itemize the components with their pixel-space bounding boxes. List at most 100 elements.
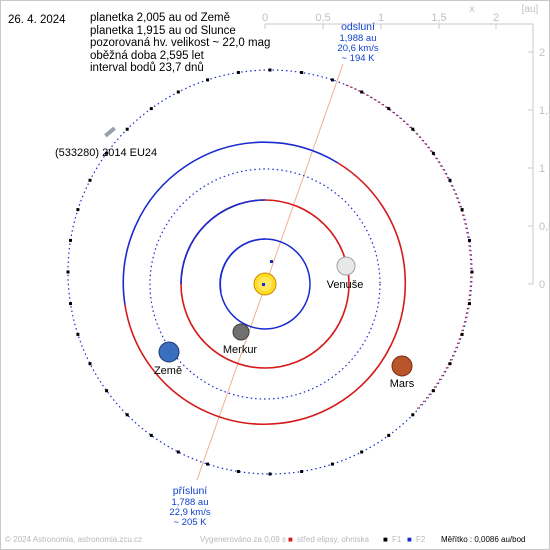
footer-copyright: © 2024 Astronomia, astronomia.zcu.cz: [5, 535, 143, 544]
venus-orbit-arc: [180, 199, 266, 285]
venus-icon: [336, 256, 356, 276]
orbit-point: [431, 389, 435, 393]
footer-legend-f2: F2: [416, 535, 426, 544]
info-period: oběžná doba 2,595 let: [90, 49, 204, 62]
mercury-orbit-arc: [219, 238, 266, 293]
mars-icon: [391, 355, 413, 377]
info-sun-distance: planetka 1,915 au od Slunce: [90, 24, 236, 37]
mercury-label: Merkur: [223, 344, 258, 356]
orbit-point: [448, 362, 452, 366]
perihelion-title: přísluní: [173, 485, 208, 497]
orbit-point: [125, 127, 129, 131]
orbit-point: [206, 462, 210, 466]
footer-legend-center: střed elipsy, ohniska: [297, 535, 369, 544]
focus-f2-marker: [262, 283, 265, 286]
y-tick-label: 1: [539, 163, 545, 175]
perihelion-info: přísluní 1,788 au 22,9 km/s ~ 205 K: [169, 485, 210, 528]
earth-orbit: [149, 168, 381, 400]
mercury-icon: [232, 323, 250, 341]
orbit-point: [387, 433, 391, 437]
footer: © 2024 Astronomia, astronomia.zcu.cz Vyg…: [0, 534, 550, 550]
orbit-point: [460, 208, 464, 212]
orbit-point: [66, 270, 70, 274]
mars-orbit-red: [124, 162, 407, 425]
orbit-point: [360, 90, 364, 94]
orbit-point: [149, 433, 153, 437]
orbit-point: [105, 389, 109, 393]
info-magnitude: pozorovaná hv. velikost ~ 22,0 mag: [90, 37, 271, 49]
asteroid-label: (533280) 2014 EU24: [55, 147, 157, 159]
x-axis-ticks: [264, 24, 497, 29]
y-tick-label: 1,5: [539, 105, 550, 117]
axis-group: [264, 23, 534, 285]
orbit-point: [69, 238, 72, 242]
orbit-point: [125, 413, 129, 417]
footer-generated: Vygenerováno za 0,09 s: [200, 535, 286, 544]
orbit-point: [149, 107, 153, 111]
date-label: 26. 4. 2024: [8, 14, 66, 26]
aphelion-info: odsluní 1,988 au 20,6 km/s ~ 194 K: [337, 21, 378, 64]
orbit-point: [300, 71, 304, 74]
orbit-point: [206, 78, 210, 82]
aphelion-speed: 20,6 km/s: [337, 43, 378, 54]
footer-f2-dot: ■: [407, 535, 412, 544]
mars-label: Mars: [390, 378, 415, 390]
orbit-point: [88, 178, 92, 182]
x-tick-label: 0: [262, 12, 268, 24]
y-tick-label: 0: [539, 279, 545, 291]
orbit-point: [411, 127, 415, 131]
orbit-point: [88, 362, 92, 366]
earth-label: Země: [154, 365, 182, 377]
orbit-point: [468, 302, 471, 306]
ellipse-center-marker: [270, 260, 273, 263]
footer-center-dot: ■: [288, 535, 293, 544]
asteroid-icon: [104, 126, 116, 138]
y-tick-label: 2: [539, 47, 545, 59]
x-tick-label: 0,5: [315, 12, 330, 24]
orbit-point: [330, 78, 334, 82]
footer-scale: Měřítko : 0,0086 au/bod: [441, 535, 526, 544]
orbit-point: [468, 238, 471, 242]
earth-icon: [158, 341, 180, 363]
info-earth-distance: planetka 2,005 au od Země: [90, 12, 231, 24]
perihelion-temperature: ~ 205 K: [173, 517, 207, 528]
orbit-point: [448, 178, 452, 182]
unit-label: [au]: [522, 4, 539, 15]
orbit-point: [431, 151, 435, 155]
orbit-point: [268, 472, 272, 476]
asteroid-info: planetka 2,005 au od Země planetka 1,915…: [90, 12, 270, 75]
orbit-point: [236, 470, 240, 473]
orbit-point: [470, 270, 474, 274]
x-axis-label: x: [470, 4, 475, 15]
y-tick-label: 0,5: [539, 221, 550, 233]
footer-f1-dot: ■: [383, 535, 388, 544]
orbit-point: [176, 450, 180, 454]
aphelion-title: odsluní: [341, 21, 375, 33]
venus-label: Venuše: [327, 279, 364, 291]
info-point-interval: interval bodů 23,7 dnů: [90, 62, 204, 74]
y-axis-ticks: [528, 51, 533, 285]
x-tick-label: 2: [493, 12, 499, 24]
orbit-point: [268, 68, 272, 72]
orbit-point: [411, 413, 415, 417]
orbit-point: [360, 450, 364, 454]
orbit-point: [330, 462, 334, 466]
mars-orbit-blue: [122, 141, 339, 306]
orbit-point: [69, 302, 72, 306]
aphelion-temperature: ~ 194 K: [341, 53, 375, 64]
x-tick-label: 1: [378, 12, 384, 24]
footer-legend-f1: F1: [392, 535, 402, 544]
perihelion-distance: 1,788 au: [172, 497, 209, 508]
orbit-point: [176, 90, 180, 94]
orbit-point: [76, 208, 80, 212]
orbit-point: [236, 71, 240, 74]
orbit-point: [76, 332, 80, 336]
x-tick-label: 1,5: [431, 12, 446, 24]
orbit-point: [105, 151, 109, 155]
orbit-point: [300, 470, 304, 473]
apsis-line: [196, 63, 344, 481]
orbit-point: [460, 332, 464, 336]
aphelion-distance: 1,988 au: [340, 33, 377, 44]
perihelion-speed: 22,9 km/s: [169, 507, 210, 518]
